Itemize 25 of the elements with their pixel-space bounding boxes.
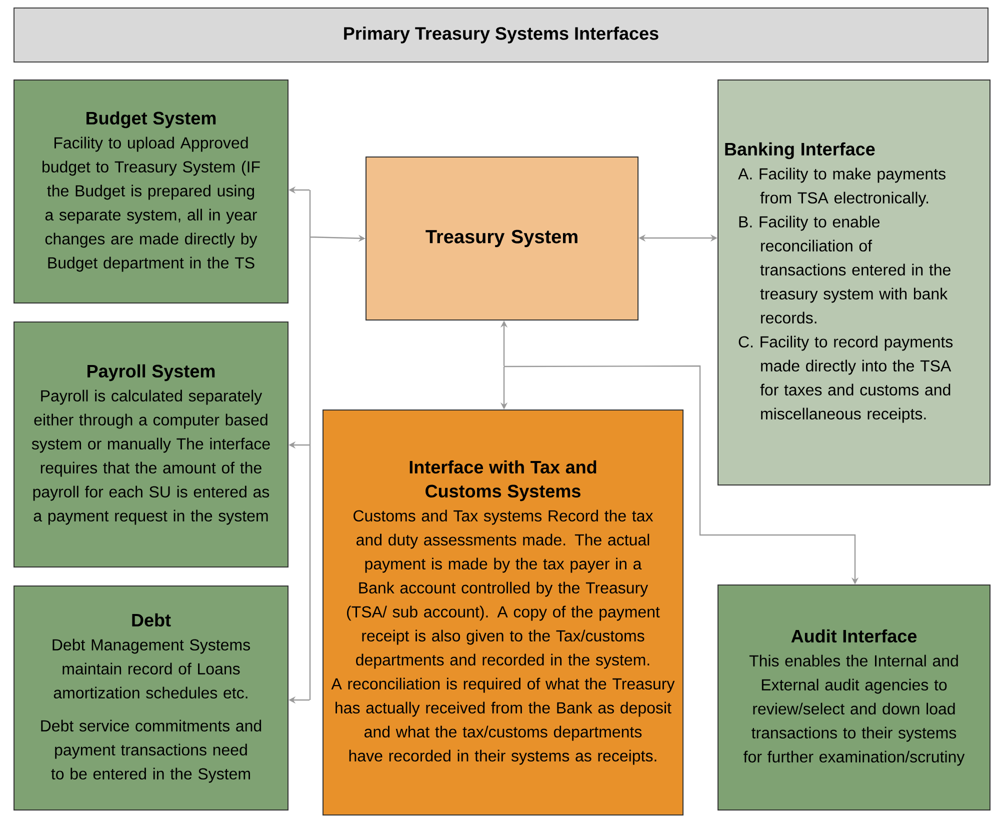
list-item: A. Facility to make payments from TSA electronically.: [738, 168, 946, 207]
system-box: [718, 584, 990, 810]
system-box: [718, 80, 990, 486]
list-item: C. Facility to record payments made directly into the TSA for taxes and customs and miscellaneous receipts.: [738, 336, 953, 423]
body-text: Debt Management Systems maintain record of Loans amortization schedules etc.: [52, 638, 250, 699]
system-box: [322, 410, 684, 816]
node-heading: Debt: [132, 613, 171, 627]
node-heading: Audit Interface: [791, 629, 917, 643]
system-box: [14, 586, 288, 810]
system-box: [14, 80, 288, 304]
node-heading: Interface with Tax and Customs Systems: [410, 460, 596, 502]
node-heading: Payroll System: [88, 364, 215, 382]
list-item: B. Facility to enable reconciliation of transactions entered in the treasury system with bank records.: [739, 216, 950, 324]
system-box: [14, 322, 288, 568]
body-text: Customs and Tax systems Record the tax and duty assessments made. The actual payment is made by the tax payer in a Bank account controlled by the Treasury (TSA/ sub account). A copy of the payment receipt is also given to the Tax/customs departments and recorded in the system.: [347, 510, 660, 669]
node-title: Treasury System: [426, 230, 578, 248]
node-heading: Banking Interface: [725, 142, 875, 160]
body-text: This enables the Internal and External audit agencies to review/select and down load transactions to their systems for further examination/scrutiny: [744, 654, 965, 766]
system-box: [366, 156, 638, 320]
node-heading: Budget System: [86, 111, 216, 128]
title-banner: Primary Treasury Systems Interfaces: [14, 8, 988, 62]
body-text: A reconciliation is required of what the Treasury has actually received from the Bank as deposit and what the tax/customs departments have recorded in their systems as receipts.: [331, 678, 675, 765]
body-text: Facility to upload Approved budget to Treasury System (IF the Budget is prepared using a separate system, all in year changes are made directly by Budget department in the TS: [42, 136, 260, 272]
body-text: Payroll is calculated separately either through a computer based system or manually The interface requires that the amount of the payroll for each SU is entered as a payment request in the system: [32, 390, 270, 525]
body-text: Debt service commitments and payment transactions need to be entered in the System: [41, 720, 262, 783]
